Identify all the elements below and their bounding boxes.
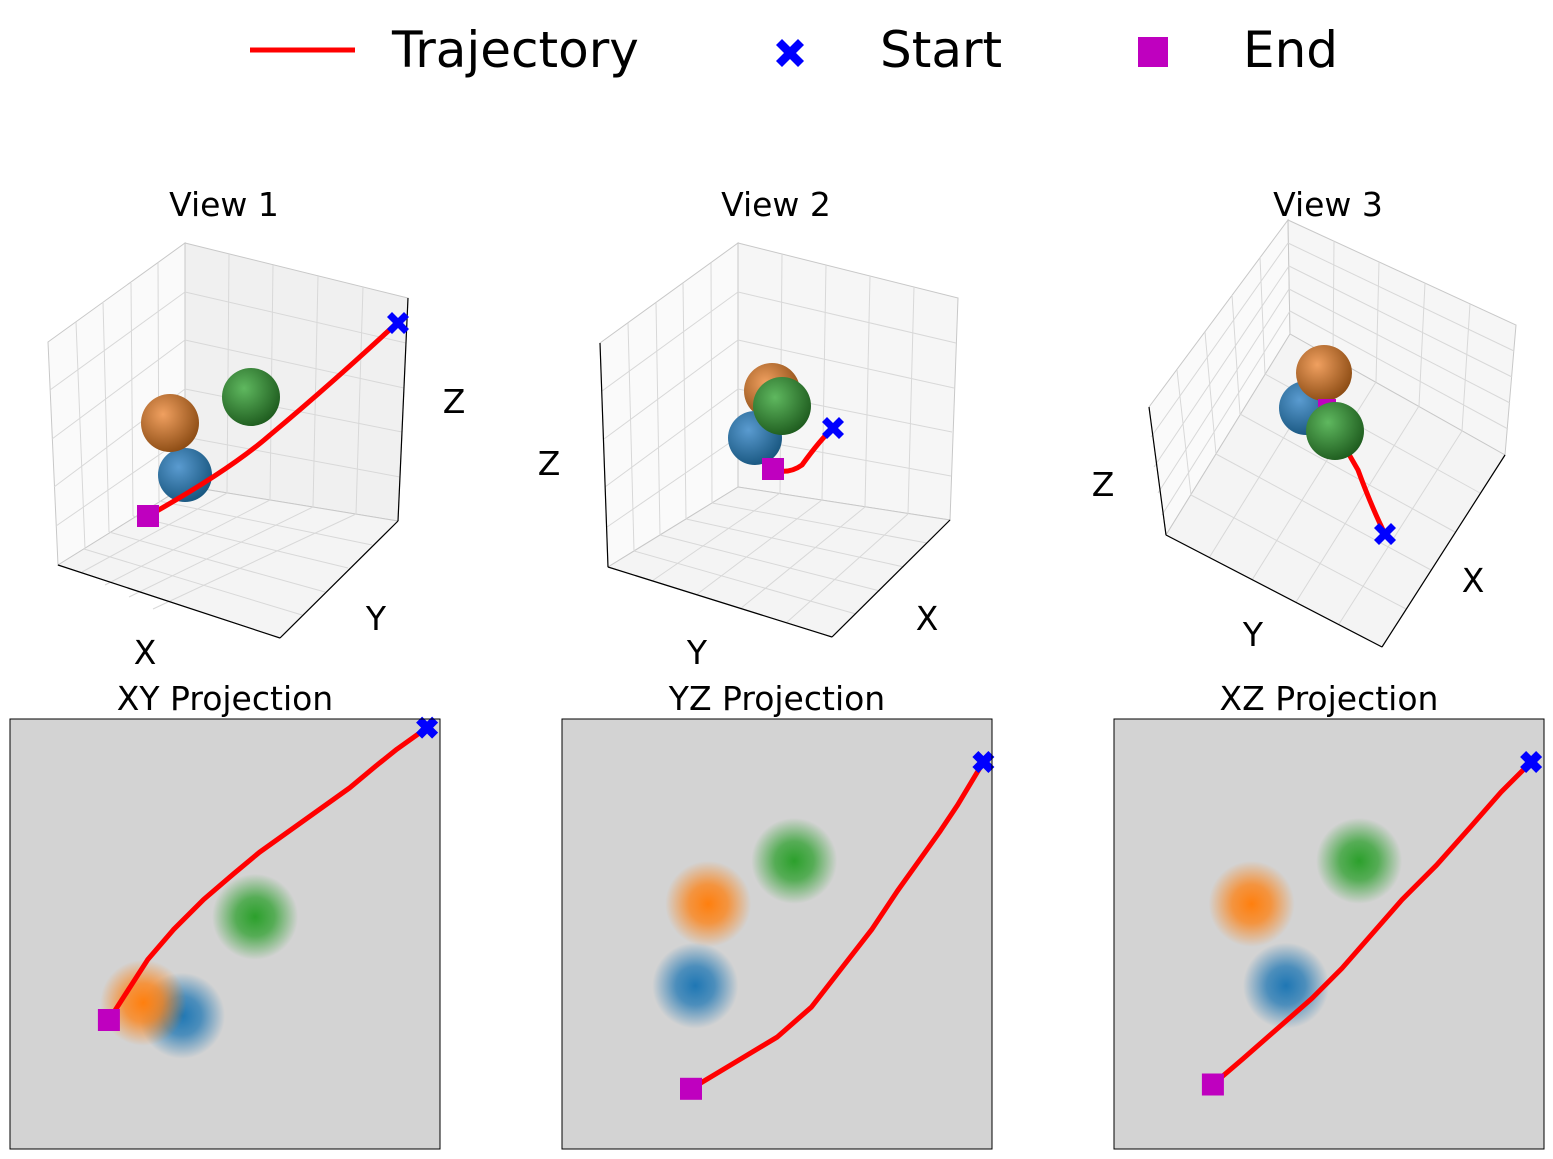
xy-projection-title: XY Projection xyxy=(116,679,334,718)
legend-start-marker xyxy=(776,39,804,67)
legend-trajectory-label: Trajectory xyxy=(392,21,639,79)
trajectory-line xyxy=(689,760,986,1091)
start-marker xyxy=(1520,751,1543,773)
legend-start-label: Start xyxy=(880,21,1003,79)
view2-3d-plot xyxy=(599,242,959,638)
obstacle-orange xyxy=(100,959,187,1046)
view3-xlabel: X xyxy=(1461,561,1485,600)
obstacle-blue xyxy=(1243,942,1329,1029)
obstacle-green xyxy=(751,817,838,904)
xy-projection-plot xyxy=(9,716,441,1150)
obstacle-orange xyxy=(665,860,752,947)
view1-ylabel: Y xyxy=(365,599,387,638)
trajectory-line xyxy=(106,725,429,1022)
start-marker xyxy=(416,716,439,739)
xz-projection-title: XZ Projection xyxy=(1219,679,1439,718)
view1-zlabel: Z xyxy=(442,382,466,421)
obstacle-green xyxy=(1316,817,1403,904)
view2-ylabel: Y xyxy=(686,633,708,672)
plot-frame xyxy=(561,718,993,1150)
end-marker xyxy=(97,1009,120,1031)
plot-frame xyxy=(9,718,441,1150)
yz-projection-plot xyxy=(561,718,995,1150)
legend-end-label: End xyxy=(1243,21,1339,79)
view3-zlabel: Z xyxy=(1091,465,1115,504)
legend-end-marker xyxy=(1138,37,1168,67)
view2-zlabel: Z xyxy=(537,444,561,483)
view2-xlabel: X xyxy=(915,599,939,638)
obstacle-orange xyxy=(1208,860,1295,947)
obstacle-green xyxy=(212,873,299,960)
end-marker xyxy=(1201,1073,1224,1096)
plot-frame xyxy=(1113,718,1545,1150)
view1-title: View 1 xyxy=(169,185,279,224)
end-marker xyxy=(680,1077,702,1100)
yz-projection-title: YZ Projection xyxy=(668,679,886,718)
view2-title: View 2 xyxy=(721,185,831,224)
view3-ylabel: Y xyxy=(1242,615,1264,654)
legend-trajectory-line xyxy=(250,47,355,53)
view1-3d-plot xyxy=(47,242,409,639)
view1-xlabel: X xyxy=(133,633,157,672)
start-marker xyxy=(972,751,995,773)
trajectory-line xyxy=(1211,760,1533,1087)
legend: Trajectory Start End xyxy=(0,0,1553,110)
obstacle-blue xyxy=(652,942,739,1029)
xz-projection-plot xyxy=(1113,718,1545,1150)
view3-title: View 3 xyxy=(1273,185,1383,224)
view3-3d-plot xyxy=(1148,218,1517,648)
